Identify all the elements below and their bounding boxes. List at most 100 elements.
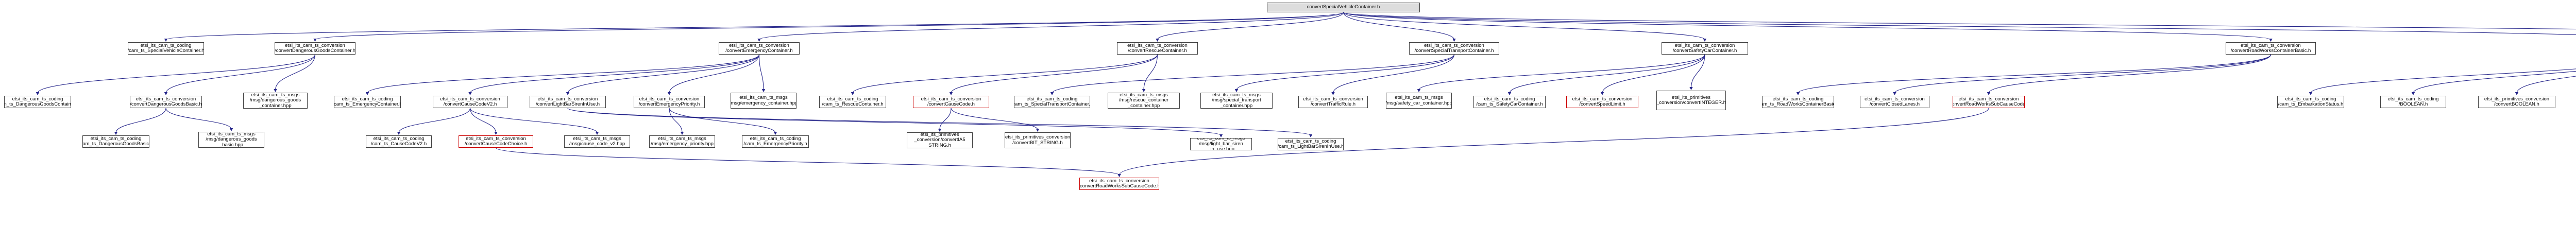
graph-node[interactable]: etsi_its_cam_ts_msgs/msg/emergency_conta…: [731, 93, 796, 109]
graph-edge-arrow: [1796, 92, 1800, 95]
graph-node[interactable]: etsi_its_cam_ts_conversion/convertEmerge…: [634, 96, 705, 108]
graph-node[interactable]: etsi_its_cam_ts_msgs/msg/rescue_containe…: [1108, 93, 1180, 109]
graph-edge: [1343, 12, 1705, 40]
graph-node[interactable]: etsi_its_cam_ts_coding/cam_ts_Embarkatio…: [2277, 96, 2344, 108]
graph-node[interactable]: etsi_its_cam_ts_coding/BOOLEAN.h: [2380, 96, 2446, 108]
graph-node[interactable]: etsi_its_cam_ts_conversion/convertTraffi…: [1298, 96, 1368, 108]
graph-edge: [275, 54, 316, 91]
graph-edge-arrow: [1142, 89, 1146, 92]
node-label-line: /msg/emergency_container.hpp: [731, 100, 796, 106]
graph-edge: [1894, 54, 2272, 94]
node-label-line: _in_use.hpp: [1208, 146, 1234, 150]
graph-node[interactable]: etsi_its_cam_ts_coding/cam_ts_LightBarSi…: [1278, 138, 1344, 150]
node-label-line: /cam_ts_SpecialVehicleContainer.h: [128, 48, 204, 54]
graph-node[interactable]: etsi_its_cam_ts_coding/cam_ts_SafetyCarC…: [1473, 96, 1546, 108]
graph-edge-arrow: [1689, 87, 1693, 90]
graph-node[interactable]: etsi_its_cam_ts_conversion/convertLightB…: [530, 96, 606, 108]
graph-node[interactable]: etsi_its_cam_ts_conversion/convertClosed…: [1860, 96, 1929, 108]
node-label-line: /cam_ts_RoadWorksContainerBasic.h: [1762, 101, 1834, 107]
graph-node[interactable]: etsi_its_cam_ts_coding/cam_ts_EmergencyP…: [742, 135, 809, 148]
graph-edge: [165, 108, 232, 130]
graph-node[interactable]: etsi_its_cam_ts_coding/cam_ts_CauseCodeV…: [366, 135, 432, 148]
graph-node[interactable]: etsi_its_cam_ts_conversion/convertRescue…: [1117, 42, 1198, 55]
graph-edge-arrow: [2269, 39, 2273, 42]
graph-node[interactable]: etsi_its_cam_ts_coding/cam_ts_DangerousG…: [4, 96, 71, 108]
graph-node[interactable]: etsi_its_cam_ts_coding/cam_ts_DangerousG…: [82, 135, 149, 148]
graph-edge: [1332, 54, 1455, 94]
node-label-line: /convertRoadWorksSubCauseCode.h: [1079, 183, 1159, 189]
graph-node[interactable]: etsi_its_cam_ts_msgs/msg/emergency_prior…: [649, 135, 715, 148]
graph-node[interactable]: etsi_its_primitives_conversion/convertIA…: [907, 132, 973, 148]
graph-node[interactable]: etsi_its_cam_ts_conversion/convertSafety…: [1662, 42, 1748, 55]
graph-node[interactable]: etsi_its_cam_ts_msgs/msg/safety_car_cont…: [1386, 93, 1452, 109]
graph-edge: [2310, 68, 2576, 94]
graph-node[interactable]: etsi_its_cam_ts_conversion/convertDanger…: [275, 42, 355, 55]
graph-root-node[interactable]: convertSpecialVehicleContainer.h: [1267, 3, 1420, 12]
graph-node[interactable]: etsi_its_cam_ts_msgs/msg/special_transpo…: [1200, 93, 1273, 109]
node-label-line: etsi_its_cam_ts_coding: [373, 135, 425, 142]
node-label-line: etsi_its_cam_ts_conversion: [466, 135, 526, 142]
graph-edge-arrow: [1219, 134, 1223, 137]
node-label-line: etsi_its_cam_ts_conversion: [440, 96, 500, 102]
graph-edge-arrow: [1600, 92, 1604, 95]
graph-edge-arrow: [2309, 92, 2313, 95]
node-label-line: /msg/safety_car_container.hpp: [1386, 100, 1452, 106]
node-label-line: etsi_its_cam_ts_conversion: [1127, 42, 1188, 48]
graph-node[interactable]: etsi_its_primitives_conversion/convertIN…: [1656, 91, 1726, 110]
graph-edge-arrow: [1987, 92, 1991, 95]
node-label-line: _conversion/convertIA5: [914, 137, 965, 143]
graph-edge: [1343, 12, 2576, 30]
graph-node[interactable]: etsi_its_cam_ts_coding/cam_ts_RescueCont…: [819, 96, 886, 108]
graph-edge: [852, 54, 1158, 94]
node-label-line: etsi_its_primitives: [1672, 94, 1710, 100]
graph-edge: [469, 108, 598, 133]
node-label-line: /convertTrafficRule.h: [1310, 101, 1356, 107]
graph-node[interactable]: etsi_its_cam_ts_conversion/convertSpecia…: [1409, 42, 1499, 55]
node-label-line: /convertSafetyCarContainer.h: [1672, 48, 1737, 54]
graph-node[interactable]: etsi_its_cam_ts_conversion/convertCauseC…: [459, 135, 533, 148]
graph-node[interactable]: etsi_its_cam_ts_conversion/convertDanger…: [130, 96, 202, 108]
graph-node[interactable]: etsi_its_cam_ts_coding/cam_ts_EmergencyC…: [334, 96, 401, 108]
node-label-line: etsi_its_cam_ts_conversion: [1303, 96, 1363, 102]
graph-node[interactable]: etsi_its_cam_ts_conversion/convertSpeedL…: [1566, 96, 1638, 108]
graph-node[interactable]: etsi_its_cam_ts_coding/cam_ts_SpecialVeh…: [128, 42, 204, 55]
node-label-line: /msg/special_transport: [1212, 97, 1261, 103]
graph-edge-arrow: [1309, 134, 1313, 137]
node-label-line: etsi_its_cam_ts_conversion: [537, 96, 598, 102]
node-label-line: /convertRescueContainer.h: [1128, 48, 1187, 54]
graph-node[interactable]: etsi_its_cam_ts_conversion/convertCauseC…: [433, 96, 507, 108]
node-label-line: etsi_its_cam_ts_msgs: [1395, 95, 1443, 100]
graph-node[interactable]: etsi_its_primitives_conversion/convertBI…: [1005, 132, 1071, 148]
node-label-line: _container.hpp: [1127, 102, 1160, 109]
node-label-line: /cam_ts_EmergencyPriority.h: [743, 141, 807, 147]
graph-edge: [1509, 54, 1705, 94]
graph-edge-arrow: [164, 39, 168, 42]
node-label-line: etsi_its_cam_ts_coding: [827, 96, 878, 102]
graph-edge-arrow: [36, 92, 40, 95]
graph-edge-arrow: [667, 92, 671, 95]
node-label-line: /cam_ts_DangerousGoodsBasic.h: [82, 141, 149, 147]
node-label-line: /cam_ts_LightBarSirenInUse.h: [1278, 144, 1344, 149]
graph-node[interactable]: etsi_its_cam_ts_coding/cam_ts_SpecialTra…: [1014, 96, 1090, 108]
graph-edge: [939, 108, 952, 130]
graph-node[interactable]: etsi_its_cam_ts_conversion/convertRoadWo…: [2226, 42, 2316, 55]
graph-node[interactable]: etsi_its_primitives_conversion/convertBO…: [2478, 96, 2555, 108]
node-label-line: /convertEmergencyContainer.h: [725, 48, 793, 54]
graph-node[interactable]: etsi_its_cam_ts_msgs/msg/dangerous_goods…: [198, 132, 264, 148]
node-label-line: _container.hpp: [259, 102, 292, 109]
node-label-line: etsi_its_cam_ts_conversion: [1572, 96, 1633, 102]
graph-edge: [1052, 54, 1455, 94]
graph-edge-arrow: [1036, 129, 1040, 132]
graph-node[interactable]: etsi_its_cam_ts_conversion/convertRoadWo…: [1953, 96, 2025, 108]
graph-node[interactable]: etsi_its_cam_ts_conversion/convertCauseC…: [913, 96, 989, 108]
graph-edge: [567, 108, 1222, 136]
node-label-line: etsi_its_cam_ts_conversion: [921, 96, 981, 102]
graph-node[interactable]: etsi_its_cam_ts_conversion/convertEmerge…: [719, 42, 800, 55]
graph-node[interactable]: etsi_its_cam_ts_coding/cam_ts_RoadWorksC…: [1762, 96, 1834, 108]
graph-node[interactable]: etsi_its_cam_ts_msgs/msg/light_bar_siren…: [1190, 138, 1252, 150]
graph-node[interactable]: etsi_its_cam_ts_msgs/msg/cause_code_v2.h…: [564, 135, 630, 148]
graph-node[interactable]: etsi_its_cam_ts_msgs/msg/dangerous_goods…: [243, 93, 308, 109]
graph-node[interactable]: etsi_its_cam_ts_conversion/convertRoadWo…: [1079, 178, 1159, 190]
node-label-line: /msg/cause_code_v2.hpp: [569, 141, 625, 147]
graph-edge-arrow: [494, 132, 498, 135]
